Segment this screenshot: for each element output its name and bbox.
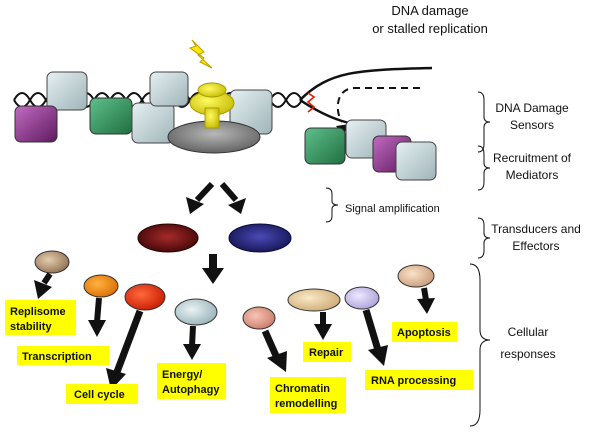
outcome-chromatin-line2: remodelling <box>275 398 337 410</box>
outcome-replisome-line2: stability <box>10 321 52 333</box>
bracket-amplification <box>325 187 339 223</box>
transducer-blue <box>228 223 292 253</box>
stage-sensors-line2: Sensors <box>510 118 554 132</box>
effector-transcription <box>83 274 119 298</box>
outcome-chromatin: Chromatin remodelling <box>270 377 346 413</box>
bracket-responses <box>469 263 491 427</box>
bracket-sensors <box>477 91 491 153</box>
lightning-icon <box>188 39 213 69</box>
arrow-apoptosis <box>417 287 435 314</box>
arrow-to-effectors <box>202 254 224 284</box>
stage-responses-line1: Cellular <box>508 325 549 339</box>
outcome-rna: RNA processing <box>365 370 473 390</box>
outcome-energy-line1: Energy/ <box>162 369 202 381</box>
outcome-replisome: Replisome stability <box>5 300 76 335</box>
clamp-protein <box>189 82 235 129</box>
replication-fork <box>299 66 433 130</box>
outcome-energy-line2: Autophagy <box>162 384 220 396</box>
outcome-apoptosis-label: Apoptosis <box>397 327 451 339</box>
stage-transducers-line2: Effectors <box>512 239 559 253</box>
outcome-apoptosis: Apoptosis <box>392 322 457 342</box>
outcome-energy: Energy/ Autophagy <box>157 363 226 399</box>
effector-chromatin <box>242 306 276 330</box>
arrow-replisome <box>34 272 53 299</box>
outcome-rna-label: RNA processing <box>371 375 456 387</box>
effector-apoptosis <box>397 264 435 288</box>
outcome-transcription: Transcription <box>17 346 109 365</box>
arrow-energy <box>183 325 201 360</box>
title-line-2: or stalled replication <box>372 21 488 36</box>
nucleosome <box>149 71 189 107</box>
arrow-transcription <box>88 297 106 337</box>
outcome-cell-cycle: Cell cycle <box>66 384 138 404</box>
stage-mediators-line1: Recruitment of <box>493 151 572 165</box>
stage-transducers-line1: Transducers and <box>491 222 581 236</box>
stage-sensors-line1: DNA Damage <box>495 101 569 115</box>
bracket-transducers <box>477 217 491 259</box>
sensor-protein-purple <box>14 105 58 143</box>
effector-cell-cycle <box>124 283 166 311</box>
arrow-repair <box>314 312 332 340</box>
outcome-repair: Repair <box>303 342 351 362</box>
outcome-replisome-line1: Replisome <box>10 306 66 318</box>
sensor-protein-green <box>89 97 133 135</box>
outcome-cell-cycle-label: Cell cycle <box>74 389 125 401</box>
mediator-protein-green <box>304 127 346 165</box>
outcome-chromatin-line1: Chromatin <box>275 383 330 395</box>
effector-replisome <box>34 250 70 274</box>
stage-responses-line2: responses <box>500 347 555 361</box>
title-line-1: DNA damage <box>391 3 468 18</box>
effector-repair <box>287 288 341 312</box>
effector-energy <box>174 298 218 326</box>
stage-mediators-line2: Mediators <box>506 168 559 182</box>
arrow-to-blue-transducer <box>219 182 246 214</box>
stage-amplification: Signal amplification <box>345 203 440 215</box>
outcome-repair-label: Repair <box>309 347 344 359</box>
effector-rna <box>344 286 380 310</box>
mediator-nucleosome <box>395 141 437 181</box>
outcome-transcription-label: Transcription <box>22 351 92 363</box>
arrow-rna <box>362 308 388 366</box>
arrow-cell-cycle <box>106 309 144 390</box>
bracket-mediators <box>477 145 491 191</box>
arrow-to-red-transducer <box>186 181 215 214</box>
damage-nick <box>306 92 316 113</box>
arrow-chromatin <box>261 329 287 372</box>
nucleosome <box>46 71 88 111</box>
transducer-red <box>137 223 199 253</box>
